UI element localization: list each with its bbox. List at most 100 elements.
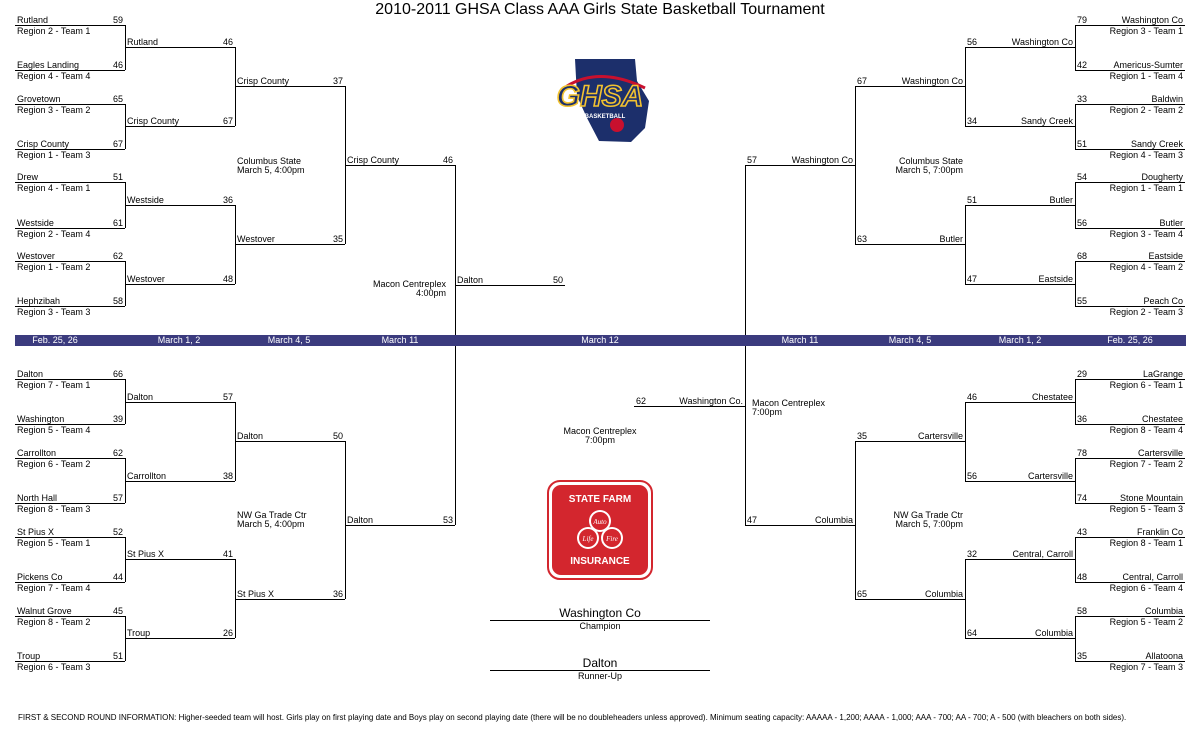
venue-qf-bl-1: NW Ga Trade Ctr (237, 510, 307, 520)
tr-r1-7-team: Peach Co (1143, 296, 1183, 306)
bracket-line (1075, 537, 1185, 538)
bracket-line (855, 86, 856, 244)
bracket-line (125, 205, 235, 206)
bl-r1-1-seed: Region 5 - Team 4 (17, 425, 91, 435)
venue-sf-left-2: 4:00pm (415, 288, 446, 298)
bracket-line (15, 379, 125, 380)
bracket-line (965, 402, 1075, 403)
bl-sf-team: Dalton (347, 515, 374, 525)
bracket-line (125, 47, 235, 48)
tr-sf-team: Washington Co (791, 155, 853, 165)
tr-r1-5-team: Butler (1159, 218, 1183, 228)
page-title: 2010-2011 GHSA Class AAA Girls State Bas… (375, 1, 825, 18)
bracket-line (1075, 261, 1185, 262)
bracket-line (15, 228, 125, 229)
venue-qf-br-1: NW Ga Trade Ctr (893, 510, 963, 520)
final-left-team: Dalton (457, 275, 484, 285)
date-label: March 11 (381, 335, 419, 345)
bracket-line (1075, 25, 1076, 70)
bracket-line (965, 47, 1075, 48)
br-r1-6-team: Columbia (1144, 606, 1183, 616)
tl-r1-1-score: 46 (112, 60, 123, 70)
tl-r2-1-team: Crisp County (127, 116, 180, 126)
br-r1-4-team: Franklin Co (1136, 527, 1183, 537)
tr-r2-2-score: 51 (967, 195, 978, 205)
br-r1-6-score: 58 (1077, 606, 1088, 616)
br-r1-6-seed: Region 5 - Team 2 (1109, 617, 1183, 627)
svg-text:Auto: Auto (592, 518, 607, 526)
final-left-score: 50 (552, 275, 563, 285)
br-r1-2-seed: Region 7 - Team 2 (1109, 459, 1183, 469)
tr-r1-1-score: 42 (1077, 60, 1088, 70)
venue-sf-right-1: Macon Centreplex (752, 398, 826, 408)
bl-r2-2-team: St Pius X (127, 549, 165, 559)
tr-r1-1-seed: Region 1 - Team 4 (1109, 71, 1183, 81)
bracket-line (125, 402, 235, 403)
bl-r2-1-score: 38 (222, 471, 233, 481)
tr-r1-5-score: 56 (1077, 218, 1088, 228)
venue-qf-bl-2: March 5, 4:00pm (237, 519, 305, 529)
ghsa-logo: GHSA BASKETBALL (556, 59, 649, 142)
tl-r1-0-score: 59 (112, 15, 123, 25)
bracket-line (15, 616, 125, 617)
bracket-line (15, 25, 125, 26)
venue-qf-tr-2: March 5, 7:00pm (895, 165, 963, 175)
tl-r1-6-seed: Region 1 - Team 2 (17, 262, 91, 272)
br-r1-4-seed: Region 8 - Team 1 (1109, 538, 1183, 548)
tl-sf-team: Crisp County (347, 155, 400, 165)
tr-r1-6-score: 68 (1077, 251, 1088, 261)
venue-qf-tl-2: March 5, 4:00pm (237, 165, 305, 175)
bracket-line (15, 537, 125, 538)
bracket-line (855, 441, 965, 442)
footnote: FIRST & SECOND ROUND INFORMATION: Higher… (18, 713, 1127, 722)
bracket-line (125, 379, 126, 424)
bracket-line (15, 104, 125, 105)
bracket-line (125, 638, 235, 639)
tl-r1-2-team: Grovetown (17, 94, 61, 104)
bracket-line (965, 205, 966, 284)
final-right-score: 62 (636, 396, 647, 406)
bracket-line (125, 126, 235, 127)
bl-r2-0-team: Dalton (127, 392, 154, 402)
tr-r2-0-team: Washington Co (1011, 37, 1073, 47)
br-r1-0-score: 29 (1077, 369, 1088, 379)
venue-final-1: Macon Centreplex (563, 426, 637, 436)
tr-r1-0-seed: Region 3 - Team 1 (1109, 26, 1183, 36)
br-r1-1-team: Chestatee (1141, 414, 1183, 424)
tl-r1-4-seed: Region 4 - Team 1 (17, 183, 91, 193)
bl-r1-5-score: 44 (112, 572, 123, 582)
tl-r2-0-score: 46 (222, 37, 233, 47)
bl-r1-2-score: 62 (112, 448, 123, 458)
venue-sf-right-2: 7:00pm (752, 407, 783, 417)
br-r1-7-team: Allatoona (1145, 651, 1183, 661)
bracket-line (15, 503, 125, 504)
bracket-line (1075, 261, 1076, 306)
bl-r2-3-team: Troup (127, 628, 151, 638)
tl-r1-1-team: Eagles Landing (17, 60, 80, 70)
bracket-line (1075, 379, 1076, 424)
br-r1-2-team: Cartersville (1137, 448, 1183, 458)
tr-r1-6-seed: Region 4 - Team 2 (1109, 262, 1183, 272)
tr-r1-3-team: Sandy Creek (1130, 139, 1183, 149)
bracket-line (15, 70, 125, 71)
bracket-line (345, 441, 346, 599)
bracket-line (1075, 616, 1185, 617)
br-r2-2-team: Central, Carroll (1012, 549, 1073, 559)
br-r1-7-score: 35 (1077, 651, 1088, 661)
bracket-line (965, 126, 1075, 127)
bl-r1-7-score: 51 (112, 651, 123, 661)
bracket-line (1075, 503, 1185, 504)
tr-r2-1-team: Sandy Creek (1020, 116, 1073, 126)
tr-r1-4-team: Dougherty (1141, 172, 1183, 182)
br-sf-team: Columbia (814, 515, 853, 525)
svg-text:Life: Life (582, 535, 594, 543)
bracket-line (125, 284, 235, 285)
bl-r1-3-seed: Region 8 - Team 3 (17, 504, 91, 514)
bl-r1-2-seed: Region 6 - Team 2 (17, 459, 91, 469)
bl-sf-score: 53 (442, 515, 453, 525)
br-r1-3-team: Stone Mountain (1119, 493, 1183, 503)
tr-r1-6-team: Eastside (1148, 251, 1183, 261)
bracket-line (965, 638, 1075, 639)
br-r2-2-score: 32 (967, 549, 978, 559)
